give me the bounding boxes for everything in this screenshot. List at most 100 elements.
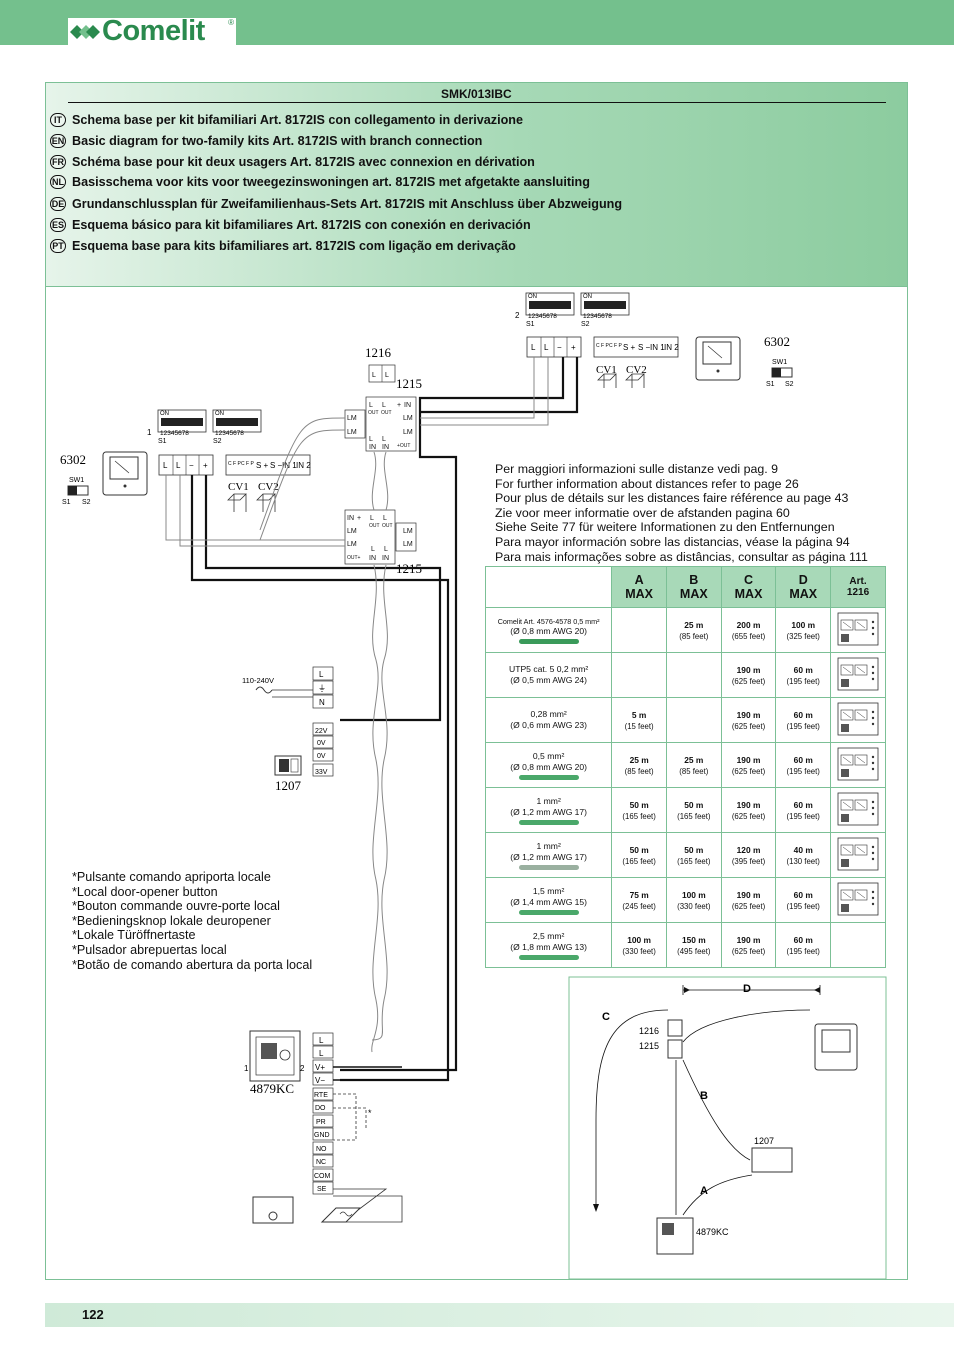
distance-d-cell: 60 m(195 feet)	[775, 652, 832, 698]
title-text-pt: Esquema base para kits bifamiliares art.…	[72, 239, 516, 253]
distance-a-cell: 5 m(15 feet)	[611, 697, 667, 743]
lang-badge-it: IT	[50, 113, 66, 127]
svg-text:D: D	[743, 983, 751, 995]
svg-text:IN: IN	[382, 444, 389, 451]
svg-text:12345678: 12345678	[215, 430, 244, 437]
power-1207-label: 1207	[275, 778, 302, 793]
cable-name: 1 mm²	[536, 840, 561, 851]
distance-c-cell: 190 m(625 feet)	[720, 787, 777, 833]
svg-text:C F P: C F P	[228, 461, 241, 467]
distance-feet: (625 feet)	[731, 766, 766, 776]
cable-diameter: (Ø 1,2 mm AWG 17)	[510, 851, 587, 862]
svg-text:NO: NO	[316, 1146, 327, 1153]
col-art-header: Art.1216	[830, 566, 886, 608]
svg-text:IN: IN	[369, 444, 376, 451]
svg-text:LM: LM	[347, 415, 357, 422]
distance-feet: (195 feet)	[786, 811, 820, 821]
lang-badge-en: EN	[50, 134, 66, 148]
distance-b-cell: 150 m(495 feet)	[665, 922, 722, 968]
cv1-label-top: CV1	[596, 364, 617, 376]
mains-label: 110-240V	[242, 676, 274, 685]
svg-text:L: L	[382, 402, 386, 409]
svg-text:S1: S1	[766, 381, 775, 388]
wiring-diagram: ON 12345678 S1 ON 12345678 S2 2 L L − + …	[60, 292, 887, 1280]
svg-text:−: −	[189, 461, 194, 470]
distance-feet: (625 feet)	[731, 901, 766, 911]
distance-a-cell: 25 m(85 feet)	[611, 742, 667, 788]
svg-text:LM: LM	[347, 528, 357, 535]
svg-text:V+: V+	[315, 1063, 325, 1072]
svg-text:L: L	[369, 436, 373, 443]
title-text-es: Esquema básico para kit bifamiliares Art…	[72, 218, 531, 232]
distance-b-cell: 100 m(330 feet)	[665, 877, 722, 923]
cable-diameter: (Ø 0,5 mm AWG 24)	[510, 675, 587, 685]
title-en: EN Basic diagram for two-family kits Art…	[50, 132, 482, 150]
art-1216-cell	[830, 832, 886, 878]
svg-text:⏚: ⏚	[318, 684, 326, 693]
monitor-label-left: 6302	[60, 452, 86, 467]
distance-a-cell: 75 m(245 feet)	[611, 877, 667, 923]
title-de: DE Grundanschlussplan für Zweifamilienha…	[50, 195, 622, 213]
svg-text:IN 2: IN 2	[664, 343, 679, 352]
distributor-1215-upper: LM LM L L + IN LM LM L L IN IN +OUT OUT …	[344, 396, 417, 452]
distributor-config-icon	[837, 792, 879, 826]
power-1207-icon	[274, 755, 302, 776]
ac-icon	[255, 686, 273, 694]
distance-feet: (395 feet)	[731, 856, 766, 866]
lang-badge-pt: PT	[50, 239, 66, 253]
distance-meters: 60 m	[793, 709, 813, 720]
distance-c-cell: 190 m(625 feet)	[720, 877, 777, 923]
svg-text:L: L	[371, 546, 375, 553]
info-line-de: Siehe Seite 77 für weitere Informationen…	[495, 520, 835, 535]
distributor-config-icon	[837, 657, 879, 691]
distance-meters: 190 m	[736, 754, 761, 765]
distance-feet: (195 feet)	[786, 676, 820, 686]
monitor-left-terminal-block: L L − + C F P C F P S + S − IN 1 IN 2	[158, 454, 311, 476]
svg-text:ON: ON	[160, 411, 169, 417]
distance-feet: (85 feet)	[679, 631, 709, 641]
distance-feet: (130 feet)	[786, 856, 820, 866]
distance-feet: (195 feet)	[786, 946, 820, 956]
cable-name: Comelit Art. 4576-4578 0,5 mm²	[497, 616, 600, 626]
cable-diameter: (Ø 0,6 mm AWG 23)	[510, 720, 587, 730]
svg-text:PR: PR	[316, 1119, 326, 1126]
title-text-nl: Basisschema voor kits voor tweegezinswon…	[72, 175, 590, 189]
distance-meters: 190 m	[736, 889, 761, 900]
distance-b-cell: 25 m(85 feet)	[665, 742, 722, 788]
distance-meters: 100 m	[681, 889, 706, 900]
dip-s2-label: S2	[581, 321, 590, 328]
panel-terminals: L L V+ V− RTE DO PR GND NO NC COM SE	[312, 1032, 334, 1195]
svg-text:L: L	[385, 372, 389, 379]
distance-meters: 190 m	[736, 709, 761, 720]
table-row: UTP5 cat. 5 0,2 mm²(Ø 0,5 mm AWG 24)190 …	[484, 652, 886, 698]
cable-icon	[518, 774, 579, 780]
distance-meters: 50 m	[629, 844, 649, 855]
title-nl: NL Basisschema voor kits voor tweegezins…	[50, 173, 590, 191]
distance-feet: (195 feet)	[786, 766, 820, 776]
cable-type-cell: 1 mm²(Ø 1,2 mm AWG 17)	[484, 787, 613, 833]
svg-text:A: A	[700, 1185, 708, 1197]
distance-meters: 25 m	[629, 754, 649, 765]
cv2-label-top: CV2	[626, 364, 647, 376]
distance-meters: 60 m	[793, 934, 813, 945]
svg-text:LM: LM	[347, 541, 357, 548]
svg-text:*: *	[368, 1108, 372, 1118]
cable-diameter: (Ø 0,8 mm AWG 20)	[510, 761, 587, 772]
svg-text:ON: ON	[215, 411, 224, 417]
cable-icon	[518, 819, 579, 825]
distance-b-cell	[665, 652, 722, 698]
distance-feet: (625 feet)	[731, 676, 766, 686]
distance-meters: 60 m	[793, 754, 813, 765]
distance-c-cell: 190 m(625 feet)	[720, 697, 777, 743]
cable-name: 2,5 mm²	[532, 930, 565, 941]
footnote-es: *Pulsador abrepuertas local	[72, 942, 227, 957]
distance-feet: (625 feet)	[731, 811, 766, 821]
title-divider	[68, 102, 886, 103]
svg-text:LM: LM	[403, 429, 413, 436]
distance-a-cell: 50 m(165 feet)	[611, 787, 667, 833]
cable-type-cell: 0,5 mm²(Ø 0,8 mm AWG 20)	[484, 742, 613, 788]
svg-text:4879KC: 4879KC	[696, 1227, 729, 1237]
